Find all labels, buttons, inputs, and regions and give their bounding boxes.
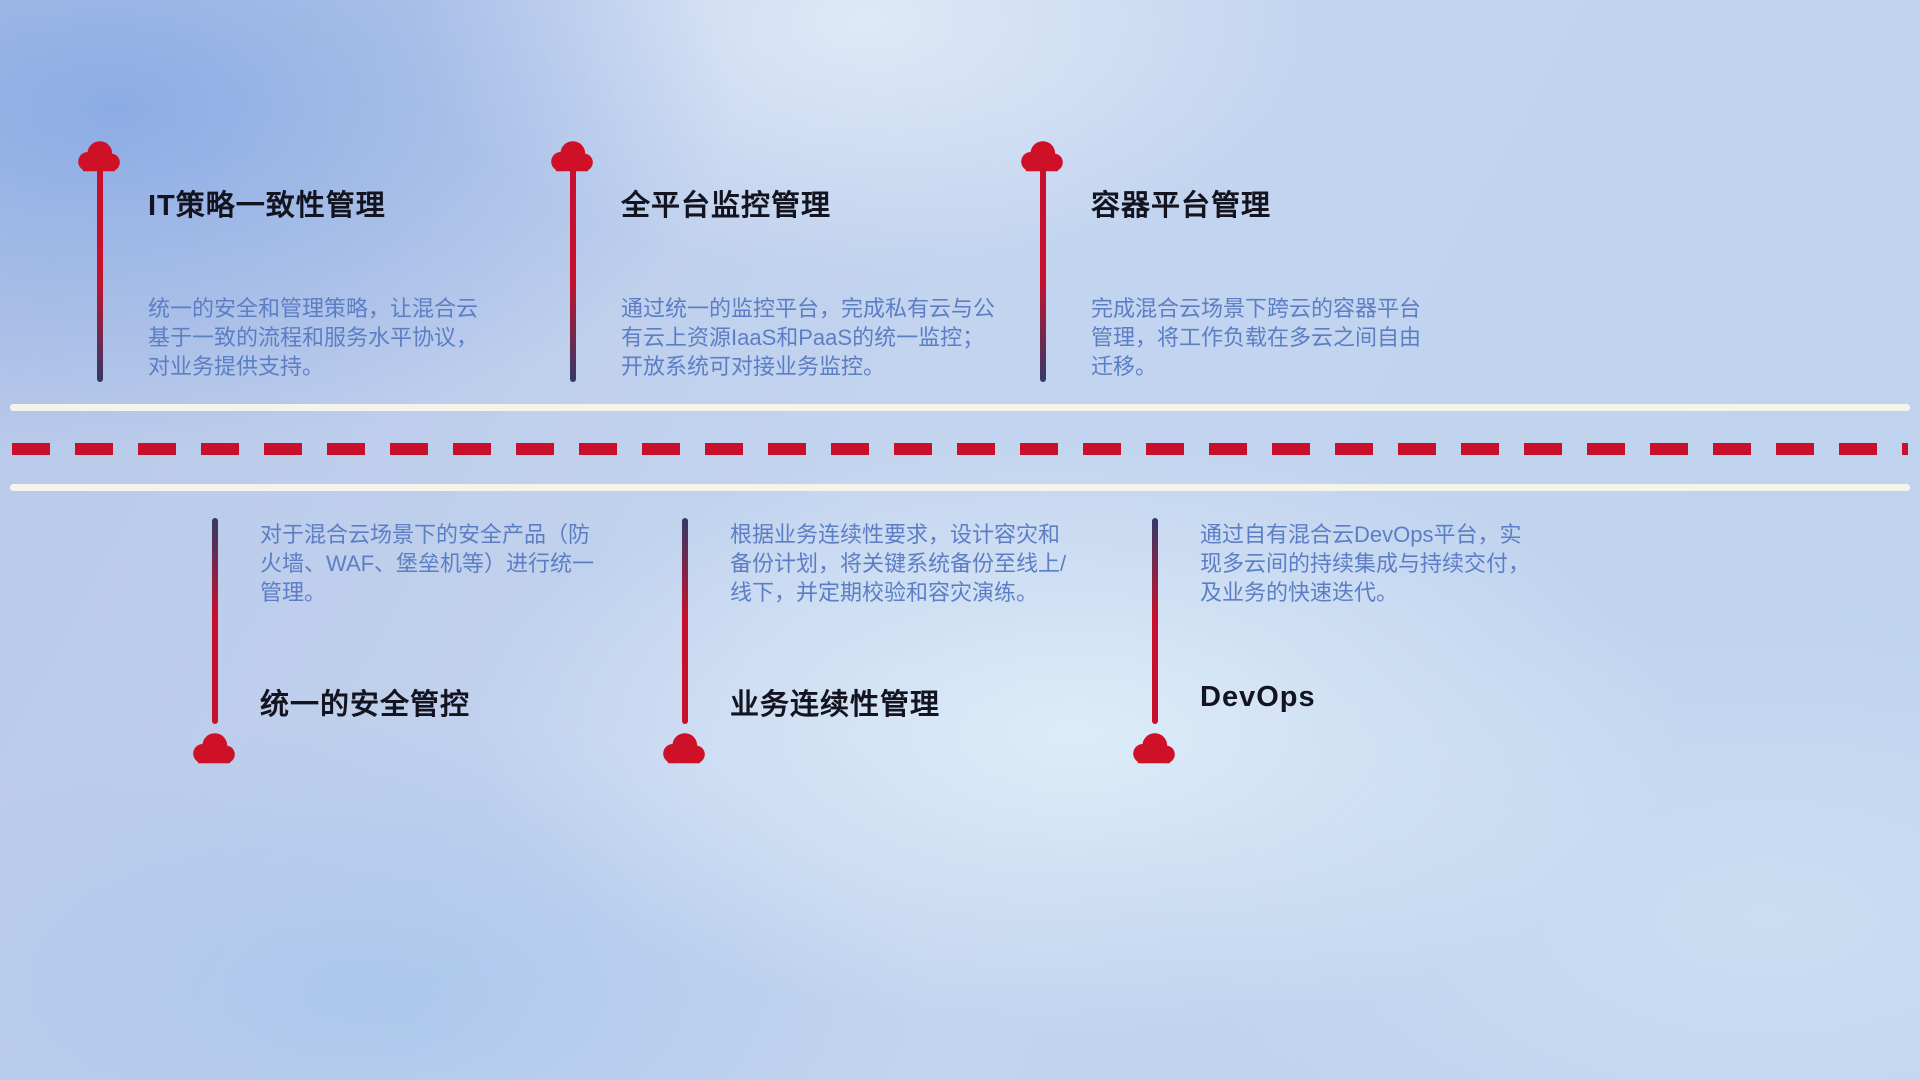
timeline-stem [1152, 518, 1158, 724]
cloud-icon [663, 733, 705, 764]
feature-description: 完成混合云场景下跨云的容器平台管理，将工作负载在多云之间自由迁移。 [1091, 296, 1422, 379]
feature-title: 全平台监控管理 [621, 190, 832, 222]
timeline-stem [570, 168, 576, 382]
feature-title: 统一的安全管控 [260, 689, 471, 721]
timeline-stem [1040, 168, 1046, 382]
road-dashed-line [12, 443, 1908, 455]
timeline-stem [97, 168, 103, 382]
road-white-line-top [10, 404, 1910, 411]
feature-description: 统一的安全和管理策略，让混合云基于一致的流程和服务水平协议，对业务提供支持。 [148, 296, 479, 379]
timeline-stem [682, 518, 688, 724]
feature-title: IT策略一致性管理 [148, 190, 386, 222]
cloud-icon [1021, 141, 1063, 172]
cloud-icon [78, 141, 120, 172]
timeline-stem [212, 518, 218, 724]
road-white-line-bottom [10, 484, 1910, 491]
feature-title: 容器平台管理 [1091, 190, 1272, 222]
feature-description: 通过统一的监控平台，完成私有云与公有云上资源IaaS和PaaS的统一监控；开放系… [621, 296, 996, 379]
feature-title: 业务连续性管理 [730, 689, 941, 721]
feature-description: 对于混合云场景下的安全产品（防火墙、WAF、堡垒机等）进行统一管理。 [260, 522, 595, 605]
cloud-icon [551, 141, 593, 172]
feature-title: DevOps [1200, 681, 1316, 713]
feature-description: 通过自有混合云DevOps平台，实现多云间的持续集成与持续交付，及业务的快速迭代… [1200, 522, 1531, 605]
cloud-icon [193, 733, 235, 764]
cloud-icon [1133, 733, 1175, 764]
feature-description: 根据业务连续性要求，设计容灾和备份计划，将关键系统备份至线上/线下，并定期校验和… [730, 522, 1067, 605]
